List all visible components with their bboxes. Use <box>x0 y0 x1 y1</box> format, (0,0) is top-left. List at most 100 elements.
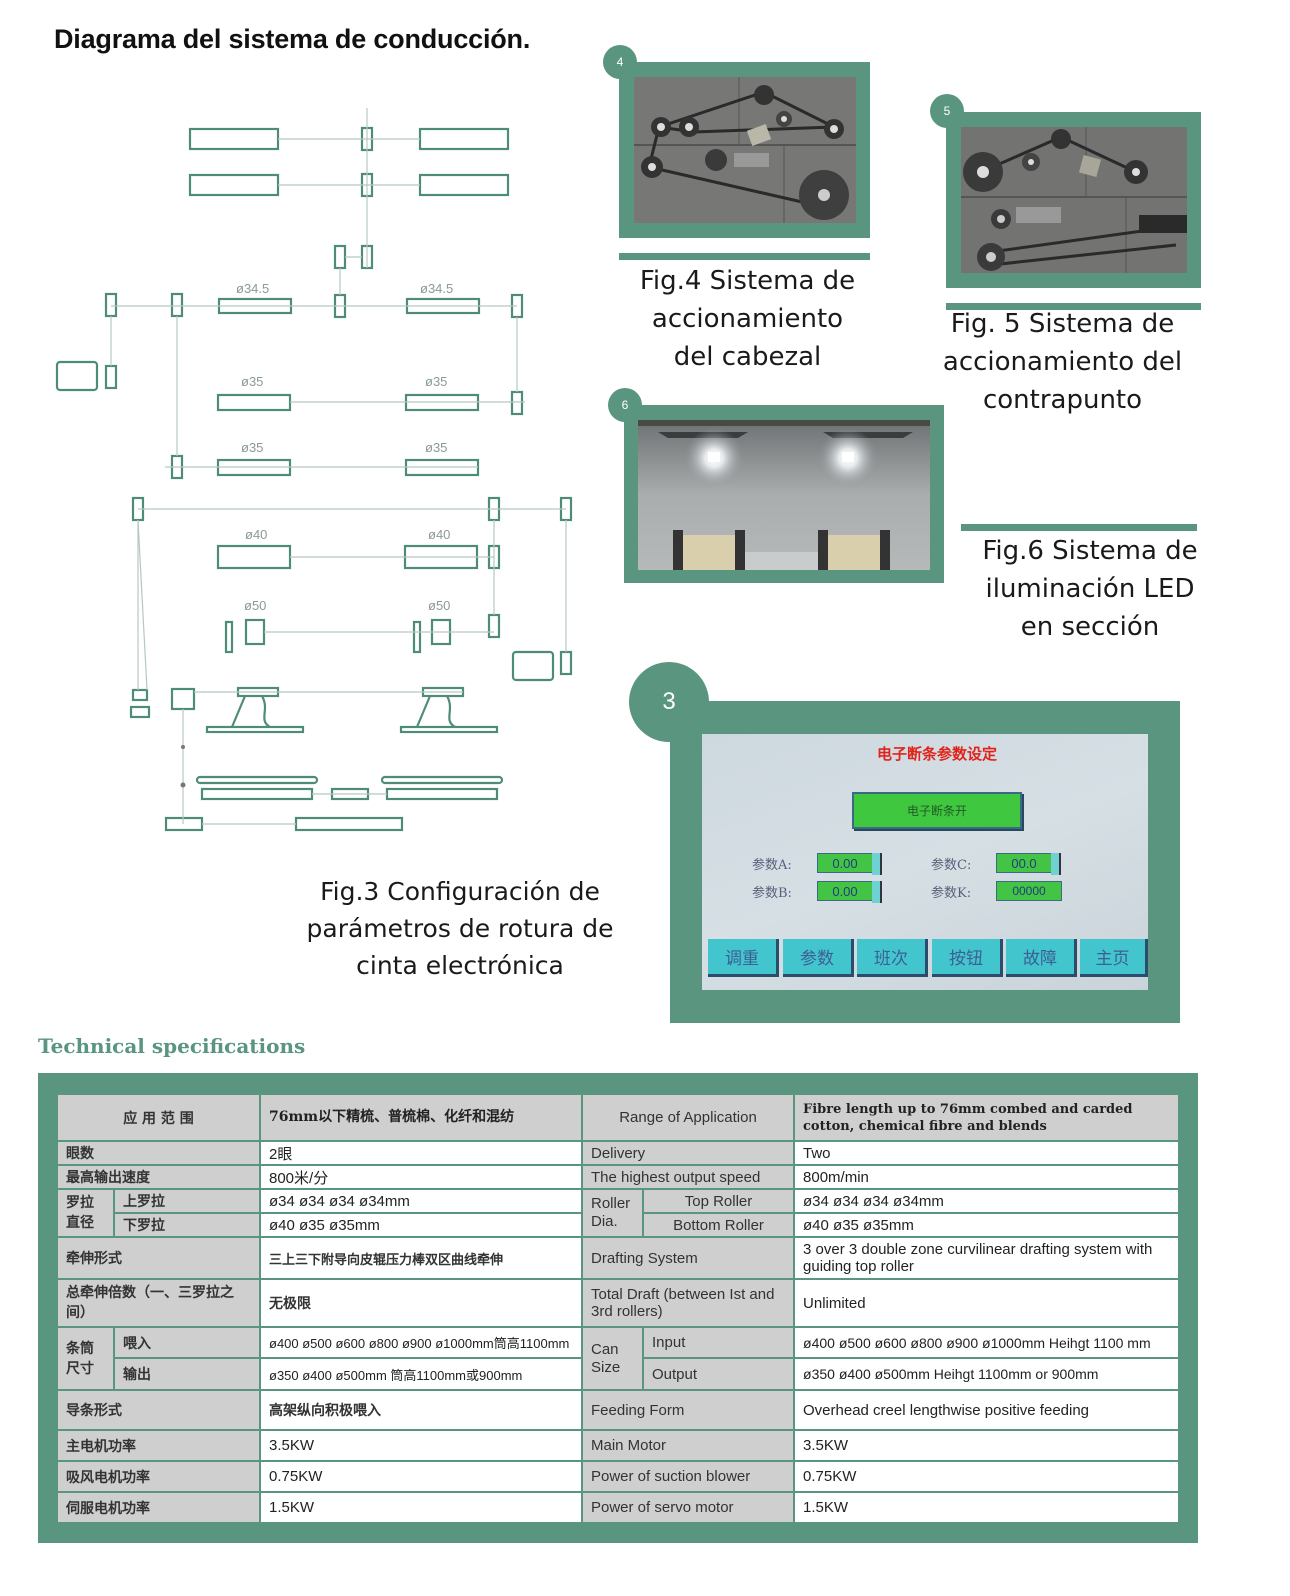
caption-line: contrapunto <box>982 385 1143 415</box>
diagram-roller-50 <box>244 618 266 646</box>
diagram-block <box>418 127 510 151</box>
fig4-badge: 4 <box>603 45 637 79</box>
page-title: Diagrama del sistema de conducción. <box>54 24 531 54</box>
param-c-label: 参数C: <box>931 858 972 873</box>
cell-label: 应 用 范 围 <box>56 1093 261 1142</box>
cell-label: Feeding Form <box>580 1389 796 1431</box>
cell-label: 导条形式 <box>56 1389 261 1431</box>
spin-handle[interactable] <box>872 853 882 875</box>
diagram-roller-35 <box>216 393 292 412</box>
cell-value: 76mm以下精梳、普梳棉、化纤和混纺 <box>259 1093 583 1142</box>
caption-line: cinta electrónica <box>356 951 564 980</box>
param-k-input[interactable]: 00000 <box>996 881 1062 901</box>
diagram-roller-40 <box>216 544 292 570</box>
diagram-block <box>188 173 280 197</box>
table-row: 最高输出速度 800米/分 The highest output speed 8… <box>56 1164 1181 1190</box>
cell-value: Overhead creel lengthwise positive feedi… <box>793 1389 1181 1431</box>
fig5-rule <box>946 303 1201 310</box>
hmi-title: 电子断条参数设定 <box>876 745 997 763</box>
cell-value: ø34 ø34 ø34 ø34mm <box>793 1188 1181 1214</box>
hmi-screen: 电子断条参数设定 电子断条开 参数A: 0.00 参数B: 0.00 参数C: … <box>702 734 1148 990</box>
cell-label: 最高输出速度 <box>56 1164 261 1190</box>
caption-line: accionamiento del <box>942 347 1183 377</box>
diagram-label: ø34.5 <box>236 281 269 296</box>
electronic-break-toggle-button[interactable]: 电子断条开 <box>852 792 1022 829</box>
param-a-input[interactable]: 0.00 <box>817 853 882 875</box>
cell-label: Range of Application <box>580 1093 796 1142</box>
cell-value: 800米/分 <box>259 1164 583 1190</box>
cell-group-label: 条筒尺寸 <box>56 1326 115 1391</box>
fig6-caption: Fig.6 Sistema de iluminación LED en secc… <box>960 532 1220 646</box>
hmi-nav-home-button[interactable]: 主页 <box>1080 939 1148 977</box>
diagram-block <box>418 173 510 197</box>
fig5-caption: Fig. 5 Sistema de accionamiento del cont… <box>930 305 1195 419</box>
cell-label: Top Roller <box>641 1188 796 1214</box>
hmi-nav-fault-button[interactable]: 故障 <box>1006 939 1077 977</box>
cell-value: ø34 ø34 ø34 ø34mm <box>259 1188 583 1214</box>
diagram-label: ø40 <box>428 527 450 542</box>
cell-value: 800m/min <box>793 1164 1181 1190</box>
caption-line: del cabezal <box>673 342 822 372</box>
param-a-value: 0.00 <box>832 855 858 871</box>
param-b-value: 0.00 <box>832 883 858 899</box>
caption-line: accionamiento <box>651 304 844 334</box>
param-k-label: 参数K: <box>931 886 972 901</box>
fig6-rule <box>961 524 1197 531</box>
param-c-value: 00.0 <box>1011 855 1037 871</box>
fig6-badge: 6 <box>608 388 642 422</box>
cell-value: 无极限 <box>259 1278 583 1328</box>
cell-value: 0.75KW <box>793 1460 1181 1493</box>
drive-system-diagram: ø34.5 ø34.5 ø35 ø35 ø35 ø35 ø40 ø40 ø50 … <box>55 108 573 832</box>
cell-label: 眼数 <box>56 1140 261 1166</box>
cell-label: 牵伸形式 <box>56 1236 261 1280</box>
param-c-input[interactable]: 00.0 <box>996 853 1061 875</box>
fig5-photo <box>961 127 1187 273</box>
spec-heading: Technical specifications <box>38 1034 306 1058</box>
cell-value: 3.5KW <box>793 1429 1181 1462</box>
cell-value: 高架纵向积极喂入 <box>259 1389 583 1431</box>
cell-value: ø350 ø400 ø500mm 筒高1100mm或900mm <box>259 1357 583 1391</box>
cell-value: Unlimited <box>793 1278 1181 1328</box>
table-row: 下罗拉 ø40 ø35 ø35mm Bottom Roller ø40 ø35 … <box>57 1212 1181 1238</box>
cell-value: 3 over 3 double zone curvilinear draftin… <box>793 1236 1181 1280</box>
param-b-label: 参数B: <box>752 886 792 901</box>
cell-label: 输出 <box>113 1357 261 1391</box>
hmi-nav-buttons-button[interactable]: 按钮 <box>932 939 1003 977</box>
caption-line: parámetros de rotura de <box>306 914 614 943</box>
table-row: 主电机功率 3.5KW Main Motor 3.5KW <box>56 1429 1181 1462</box>
cell-label: Main Motor <box>580 1429 796 1462</box>
cell-label: Power of servo motor <box>580 1491 796 1524</box>
table-row: 条筒尺寸 喂入 ø400 ø500 ø600 ø800 ø900 ø1000mm… <box>56 1326 1181 1391</box>
hmi-nav-shift-button[interactable]: 班次 <box>857 939 928 977</box>
fig4-rule <box>619 253 870 260</box>
cell-value: 3.5KW <box>259 1429 583 1462</box>
caption-line: iluminación LED <box>985 574 1195 604</box>
table-row: 罗拉直径 上罗拉 ø34 ø34 ø34 ø34mm Roller Dia. T… <box>56 1188 1181 1238</box>
fig3-badge-number: 3 <box>662 688 676 715</box>
diagram-label: ø35 <box>425 440 447 455</box>
cell-label: 主电机功率 <box>56 1429 261 1462</box>
spin-handle[interactable] <box>872 881 882 903</box>
param-b-input[interactable]: 0.00 <box>817 881 882 903</box>
caption-line: Fig. 5 Sistema de <box>950 309 1175 339</box>
table-row: 吸风电机功率 0.75KW Power of suction blower 0.… <box>56 1460 1181 1493</box>
cell-value: ø40 ø35 ø35mm <box>259 1212 583 1238</box>
cell-value: 三上三下附导向皮辊压力棒双区曲线牵伸 <box>259 1236 583 1280</box>
cell-value: ø40 ø35 ø35mm <box>793 1212 1181 1238</box>
cell-label: Bottom Roller <box>641 1212 796 1238</box>
cell-label: 伺服电机功率 <box>56 1491 261 1524</box>
hmi-nav-weight-button[interactable]: 调重 <box>708 939 779 977</box>
cell-value: ø350 ø400 ø500mm Heihgt 1100mm or 900mm <box>793 1357 1181 1391</box>
caption-line: Fig.4 Sistema de <box>639 266 856 296</box>
spin-handle[interactable] <box>1051 853 1061 875</box>
diagram-block <box>188 127 280 151</box>
spec-table-frame: 应 用 范 围 76mm以下精梳、普梳棉、化纤和混纺 Range of Appl… <box>38 1073 1198 1543</box>
cell-label: 上罗拉 <box>113 1188 261 1214</box>
cell-value: ø400 ø500 ø600 ø800 ø900 ø1000mm Heihgt … <box>793 1326 1181 1359</box>
diagram-label: ø35 <box>241 374 263 389</box>
cell-label: Drafting System <box>580 1236 796 1280</box>
caption-line: Fig.6 Sistema de <box>982 536 1198 566</box>
param-k-value: 00000 <box>1012 884 1046 898</box>
hmi-nav-params-button[interactable]: 参数 <box>783 939 854 977</box>
diagram-label: ø34.5 <box>420 281 453 296</box>
